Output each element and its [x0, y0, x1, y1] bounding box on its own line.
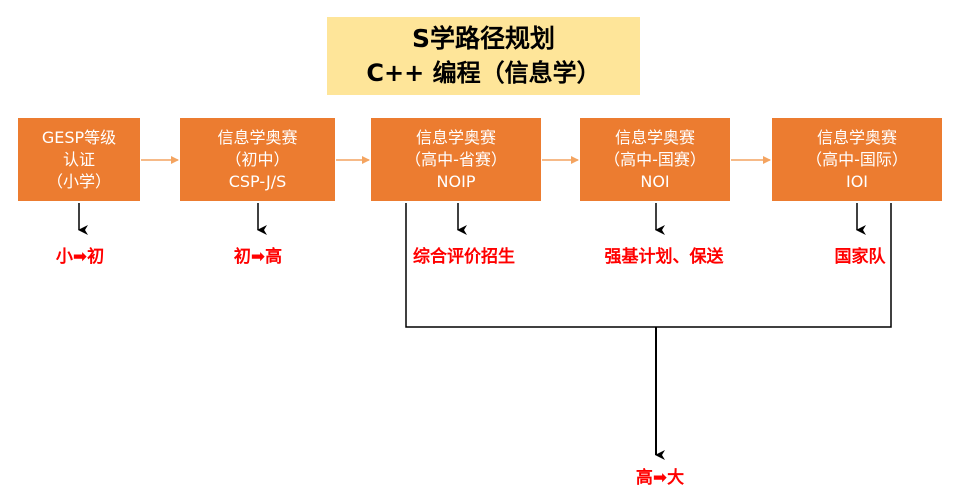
stage-gesp: GESP等级 认证 （小学）: [18, 118, 140, 201]
stage-line: 信息学奥赛: [217, 127, 298, 147]
title-line-2: C++ 编程（信息学）: [366, 59, 601, 87]
outcome-label: 小➡初: [55, 247, 105, 267]
stage-line: CSP-J/S: [228, 171, 287, 191]
stage-line: （高中-省赛）: [405, 149, 507, 169]
stage-line: （高中-国际）: [806, 149, 908, 169]
stage-line: NOI: [640, 171, 670, 191]
stage-line: 认证: [62, 149, 95, 169]
stage-csp: 信息学奥赛 （初中） CSP-J/S: [180, 118, 335, 201]
stage-noip: 信息学奥赛 （高中-省赛） NOIP: [371, 118, 541, 201]
outcome-label: 初➡高: [233, 247, 283, 267]
stage-line: 信息学奥赛: [816, 127, 897, 147]
stage-line: 信息学奥赛: [614, 127, 695, 147]
bracket-line: [405, 203, 892, 328]
outcome-label: 强基计划、保送: [604, 247, 724, 267]
stage-line: （小学）: [46, 171, 111, 191]
stage-line: GESP等级: [41, 127, 117, 147]
stage-line: 信息学奥赛: [415, 127, 496, 147]
stage-line: NOIP: [436, 171, 476, 191]
outcome-label: 综合评价招生: [413, 247, 515, 267]
stage-line: （高中-国赛）: [604, 149, 706, 169]
stage-line: （初中）: [225, 149, 290, 169]
stage-ioi: 信息学奥赛 （高中-国际） IOI: [772, 118, 942, 201]
stage-noi: 信息学奥赛 （高中-国赛） NOI: [580, 118, 730, 201]
final-outcome-label: 高➡大: [635, 468, 685, 488]
title-box: S学路径规划 C++ 编程（信息学）: [327, 17, 640, 95]
title-line-1: S学路径规划: [411, 24, 555, 53]
stage-line: IOI: [845, 171, 869, 191]
outcome-label: 国家队: [834, 247, 886, 267]
